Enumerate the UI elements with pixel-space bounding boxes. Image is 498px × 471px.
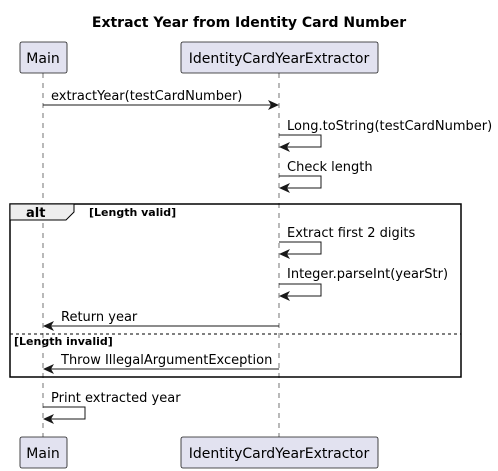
message-check-length-label: Check length [287, 160, 373, 175]
message-return-year-label: Return year [61, 310, 138, 325]
message-check-length: Check length [279, 160, 373, 193]
alt-frame [9, 203, 462, 378]
message-print-year: Print extracted year [43, 391, 181, 424]
message-parse-int-label: Integer.parseInt(yearStr) [287, 267, 448, 282]
message-long-tostring: Long.toString(testCardNumber) [279, 119, 492, 152]
message-parse-int: Integer.parseInt(yearStr) [279, 267, 448, 301]
participant-extractor-bottom-label: IdentityCardYearExtractor [189, 446, 370, 462]
message-throw-exception-label: Throw IllegalArgumentException [60, 353, 272, 368]
message-extract-digits: Extract first 2 digits [279, 226, 415, 259]
participant-main-top: Main [19, 41, 68, 74]
message-extract-year: extractYear(testCardNumber) [43, 89, 279, 110]
diagram-title: Extract Year from Identity Card Number [92, 15, 406, 31]
guard-length-invalid: [Length invalid] [14, 335, 113, 348]
participant-extractor-top: IdentityCardYearExtractor [180, 41, 379, 74]
message-throw-exception: Throw IllegalArgumentException [43, 353, 279, 374]
message-extract-year-label: extractYear(testCardNumber) [51, 89, 242, 104]
message-print-year-label: Print extracted year [51, 391, 181, 406]
participant-main-bottom: Main [19, 436, 68, 469]
alt-keyword-tab [9, 203, 75, 221]
alt-keyword: alt [26, 206, 45, 221]
guard-length-valid: [Length valid] [89, 206, 176, 219]
message-return-year: Return year [43, 310, 279, 331]
participant-main-top-label: Main [26, 51, 59, 67]
message-extract-digits-label: Extract first 2 digits [287, 226, 415, 241]
participant-main-bottom-label: Main [26, 446, 59, 462]
participant-extractor-bottom: IdentityCardYearExtractor [180, 436, 379, 469]
message-long-tostring-label: Long.toString(testCardNumber) [287, 119, 492, 134]
alt-fragment: alt [Length valid] [Length invalid] [9, 203, 462, 378]
participant-extractor-top-label: IdentityCardYearExtractor [189, 51, 370, 67]
